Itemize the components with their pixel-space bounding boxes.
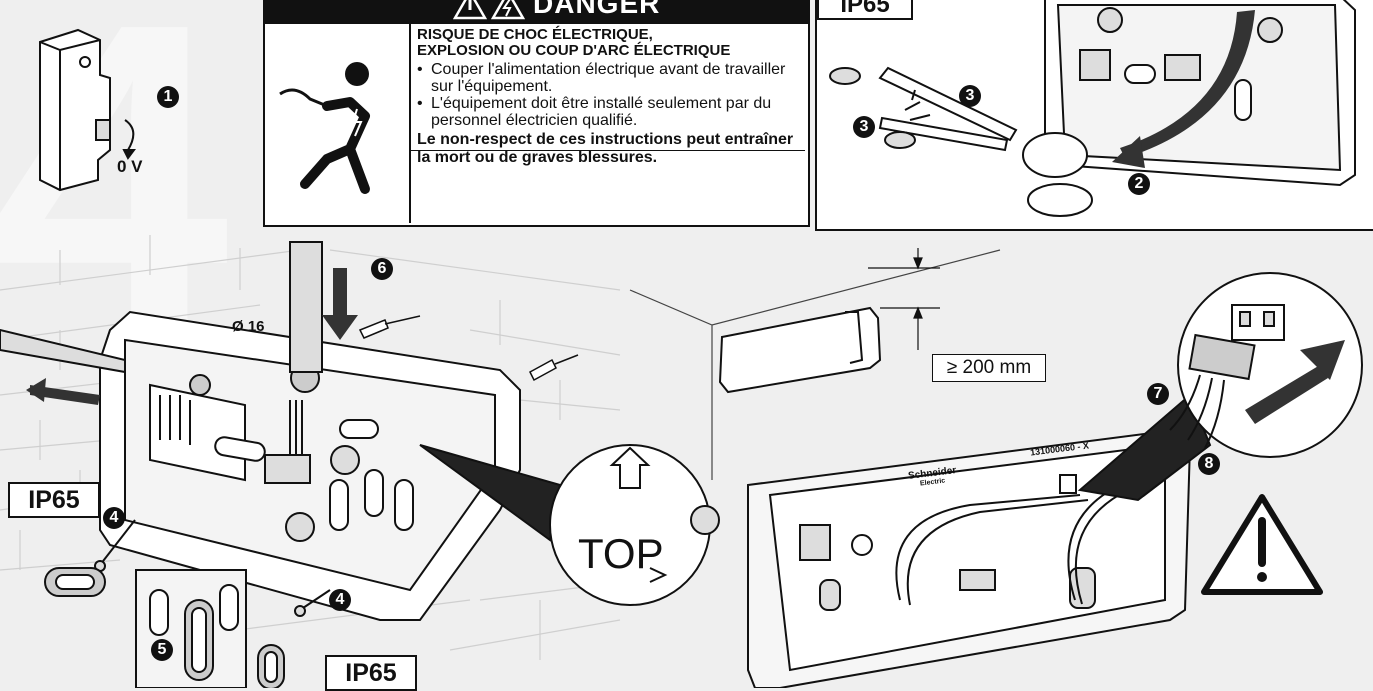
cable <box>289 241 323 373</box>
knockout-panel <box>815 0 1373 231</box>
step-8-marker: 8 <box>1198 453 1220 475</box>
down-arrow-icon <box>322 268 358 340</box>
gaskets <box>44 567 285 688</box>
step-3b-marker: 3 <box>853 116 875 138</box>
step-5-marker: 5 <box>151 639 173 661</box>
step-6-marker: 6 <box>371 258 393 280</box>
warning-triangle-icon <box>1201 494 1323 595</box>
shock-hazard-icon <box>265 24 411 223</box>
danger-header: DANGER <box>265 0 808 24</box>
warning-triangle-icon <box>453 0 487 20</box>
step-1-marker: 1 <box>157 86 179 108</box>
circuit-breaker <box>39 28 136 192</box>
ip-rating-label-bottom: IP65 <box>325 655 417 691</box>
wall-plugs <box>358 315 579 382</box>
hazard-title-2: EXPLOSION OU COUP D'ARC ÉLECTRIQUE <box>417 42 731 59</box>
instruction-1: Couper l'alimentation électrique avant d… <box>417 61 805 95</box>
danger-text: RISQUE DE CHOC ÉLECTRIQUE, EXPLOSION OU … <box>411 26 805 167</box>
ip-rating-label-left: IP65 <box>8 482 100 518</box>
instruction-2: L'équipement doit être installé seulemen… <box>417 95 805 129</box>
detector-unit <box>718 306 882 394</box>
danger-label: DANGER <box>533 0 661 19</box>
top-magnifier <box>419 444 720 606</box>
danger-warning-box: DANGER RISQUE DE CHOC ÉLECTRIQUE, EXPLOS… <box>263 0 810 227</box>
diameter-label: Ø 16 <box>232 318 265 335</box>
hazard-title-1: RISQUE DE CHOC ÉLECTRIQUE, <box>417 26 653 43</box>
min-distance-label: ≥ 200 mm <box>932 354 1046 382</box>
room-corner <box>629 249 1001 480</box>
hazard-instructions: Couper l'alimentation électrique avant d… <box>417 61 805 129</box>
left-arrow-icon <box>30 385 100 405</box>
ip-rating-label-top: IP65 <box>817 0 913 20</box>
hazard-consequence: Le non-respect de ces instructions peut … <box>417 131 794 166</box>
step-4b-marker: 4 <box>329 589 351 611</box>
distance-dimension <box>868 248 940 350</box>
step-4-marker: 4 <box>103 507 125 529</box>
insert-arrow-icon <box>1245 365 1328 424</box>
step-2-marker: 2 <box>1128 173 1150 195</box>
shock-triangle-icon <box>491 0 525 20</box>
circuit-board <box>747 428 1192 688</box>
gasket-detail <box>135 569 247 688</box>
top-orientation-mark: TOP <box>578 530 664 577</box>
step-7-marker: 7 <box>1147 383 1169 405</box>
voltage-label: 0 V <box>117 157 143 176</box>
step-3-marker: 3 <box>959 85 981 107</box>
connector-zoom <box>1077 272 1363 502</box>
divider <box>411 150 805 151</box>
left-cable <box>0 328 126 374</box>
mounting-box <box>99 310 521 621</box>
